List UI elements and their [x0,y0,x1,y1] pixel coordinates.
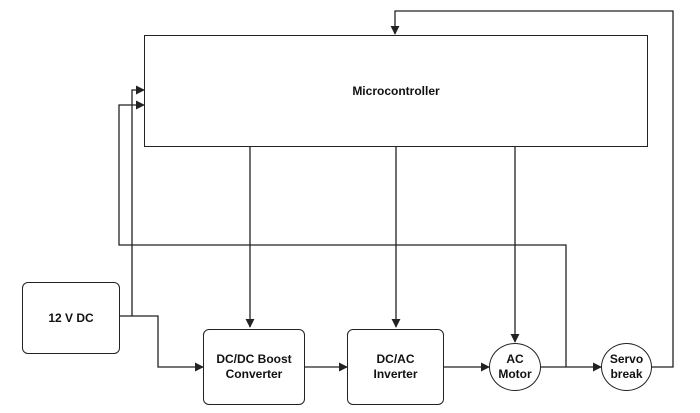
boost-converter-label: DC/DC Boost Converter [216,352,292,381]
arrow-motor-feedback-to-micro [118,100,567,367]
arrow-servo-feedback-to-micro [390,10,674,368]
arrow-source-to-micro [131,85,145,316]
power-source-block: 12 V DC [22,282,120,354]
microcontroller-block: Microcontroller [144,35,648,147]
microcontroller-label: Microcontroller [352,83,440,98]
inverter-label: DC/AC Inverter [373,352,418,381]
arrow-source-to-boost [120,315,204,372]
ac-motor-label: AC Motor [498,352,532,381]
ac-motor-block: AC Motor [489,343,541,391]
power-source-label: 12 V DC [48,310,94,325]
servo-break-label: Servo break [609,352,644,381]
servo-break-block: Servo break [601,343,652,391]
inverter-block: DC/AC Inverter [347,329,444,405]
boost-converter-block: DC/DC Boost Converter [203,329,305,405]
